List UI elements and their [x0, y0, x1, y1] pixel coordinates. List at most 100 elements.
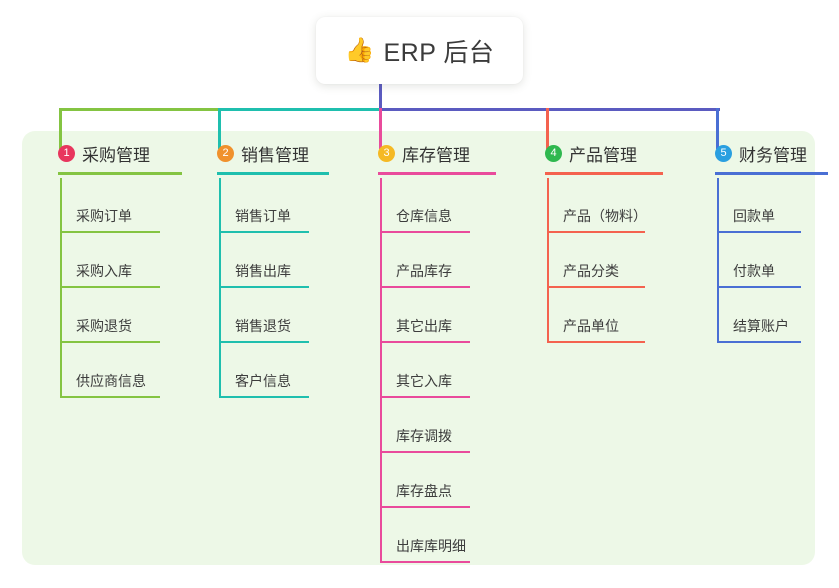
branch-item[interactable]: 采购入库: [40, 233, 190, 288]
branch-item-label: 采购退货: [76, 318, 132, 334]
branch-number-badge: 4: [545, 144, 562, 162]
branch-item-list: 销售订单销售出库销售退货客户信息: [199, 178, 351, 398]
branch-column-4: 4 产品管理产品（物料） 产品分类产品单位: [527, 131, 692, 343]
branch-item-list: 回款单付款单结算账户: [697, 178, 817, 343]
branch-column-5: 5 财务管理回款单付款单结算账户: [697, 131, 828, 343]
bus-segment-1: [60, 108, 219, 111]
branch-item-label: 销售退货: [235, 318, 291, 334]
branch-item-underline: [60, 341, 160, 343]
branch-header-underline: [58, 172, 182, 175]
branch-spine-line: [380, 178, 382, 563]
branch-item-label: 结算账户: [733, 318, 789, 334]
bus-segment-3: [380, 108, 720, 111]
branch-header-underline: [378, 172, 496, 175]
branch-item-label: 产品单位: [563, 318, 619, 334]
branch-item-underline: [717, 286, 801, 288]
branch-item-underline: [380, 341, 470, 343]
branch-item-underline: [380, 506, 470, 508]
branch-item[interactable]: 出库库明细: [360, 508, 520, 563]
branch-spine-line: [717, 178, 719, 343]
branch-item-label: 其它出库: [396, 318, 452, 334]
branch-number-badge: 1: [58, 144, 75, 162]
branch-item[interactable]: 产品库存: [360, 233, 520, 288]
branch-item-label: 采购入库: [76, 263, 132, 279]
branch-item-underline: [547, 286, 645, 288]
branch-item[interactable]: 其它出库: [360, 288, 520, 343]
branch-item-label: 库存盘点: [396, 483, 452, 499]
branch-item[interactable]: 产品单位: [527, 288, 692, 343]
branch-item-label: 销售订单: [235, 208, 291, 224]
diagram-panel: [22, 131, 815, 565]
branch-header-3[interactable]: 3 库存管理: [360, 131, 520, 175]
branch-item[interactable]: 客户信息: [199, 343, 351, 398]
branch-item-label: 供应商信息: [76, 373, 146, 389]
branch-item-label: 产品库存: [396, 263, 452, 279]
branch-header-5[interactable]: 5 财务管理: [697, 131, 828, 175]
thumbs-up-icon: 👍: [344, 36, 375, 64]
branch-item-list: 仓库信息产品库存其它出库其它入库库存调拨库存盘点出库库明细: [360, 178, 520, 563]
branch-item-label: 仓库信息: [396, 208, 452, 224]
branch-item[interactable]: 付款单: [697, 233, 817, 288]
branch-item[interactable]: 采购退货: [40, 288, 190, 343]
branch-item[interactable]: 结算账户: [697, 288, 817, 343]
branch-number-badge: 3: [378, 144, 395, 162]
branch-item[interactable]: 库存调拨: [360, 398, 520, 453]
branch-item-underline: [717, 231, 801, 233]
branch-item-underline: [380, 396, 470, 398]
branch-item-underline: [219, 341, 309, 343]
branch-item-label: 付款单: [733, 263, 775, 279]
branch-item[interactable]: 销售订单: [199, 178, 351, 233]
branch-item-underline: [380, 451, 470, 453]
branch-number-badge: 5: [715, 144, 732, 162]
branch-spine-line: [547, 178, 549, 343]
branch-item-label: 采购订单: [76, 208, 132, 224]
branch-item-label: 出库库明细: [396, 538, 466, 554]
branch-item-underline: [547, 341, 645, 343]
branch-item-list: 采购订单采购入库采购退货供应商信息: [40, 178, 190, 398]
branch-header-underline: [545, 172, 663, 175]
branch-item-underline: [60, 231, 160, 233]
branch-item-underline: [60, 396, 160, 398]
branch-item[interactable]: 供应商信息: [40, 343, 190, 398]
root-node-card[interactable]: 👍 ERP 后台: [316, 17, 523, 84]
branch-item-underline: [219, 286, 309, 288]
branch-item-underline: [547, 231, 645, 233]
branch-item[interactable]: 库存盘点: [360, 453, 520, 508]
branch-item-underline: [219, 396, 309, 398]
branch-header-underline: [715, 172, 828, 175]
branch-header-4[interactable]: 4 产品管理: [527, 131, 692, 175]
branch-title: 库存管理: [402, 145, 470, 165]
branch-item-underline: [219, 231, 309, 233]
branch-item-label: 其它入库: [396, 373, 452, 389]
branch-item-underline: [380, 561, 470, 563]
branch-item-label: 销售出库: [235, 263, 291, 279]
branch-item[interactable]: 仓库信息: [360, 178, 520, 233]
branch-item-label: 客户信息: [235, 373, 291, 389]
branch-item[interactable]: 其它入库: [360, 343, 520, 398]
branch-item[interactable]: 销售退货: [199, 288, 351, 343]
branch-title: 销售管理: [241, 145, 309, 165]
branch-title: 产品管理: [569, 145, 637, 165]
branch-item[interactable]: 产品分类: [527, 233, 692, 288]
branch-spine-line: [219, 178, 221, 398]
branch-title: 财务管理: [739, 145, 807, 165]
branch-item-label: 产品分类: [563, 263, 619, 279]
branch-item[interactable]: 销售出库: [199, 233, 351, 288]
bus-segment-2: [219, 108, 380, 111]
branch-item-label: 回款单: [733, 208, 775, 224]
branch-column-3: 3 库存管理仓库信息产品库存其它出库其它入库库存调拨库存盘点出库库明细: [360, 131, 520, 563]
branch-item-label: 库存调拨: [396, 428, 452, 444]
branch-item[interactable]: 回款单: [697, 178, 817, 233]
branch-item-list: 产品（物料） 产品分类产品单位: [527, 178, 692, 343]
branch-item[interactable]: 产品（物料）: [527, 178, 692, 233]
branch-item-underline: [380, 231, 470, 233]
branch-item-underline: [60, 286, 160, 288]
branch-item-underline: [717, 341, 801, 343]
branch-item[interactable]: 采购订单: [40, 178, 190, 233]
branch-header-underline: [217, 172, 329, 175]
